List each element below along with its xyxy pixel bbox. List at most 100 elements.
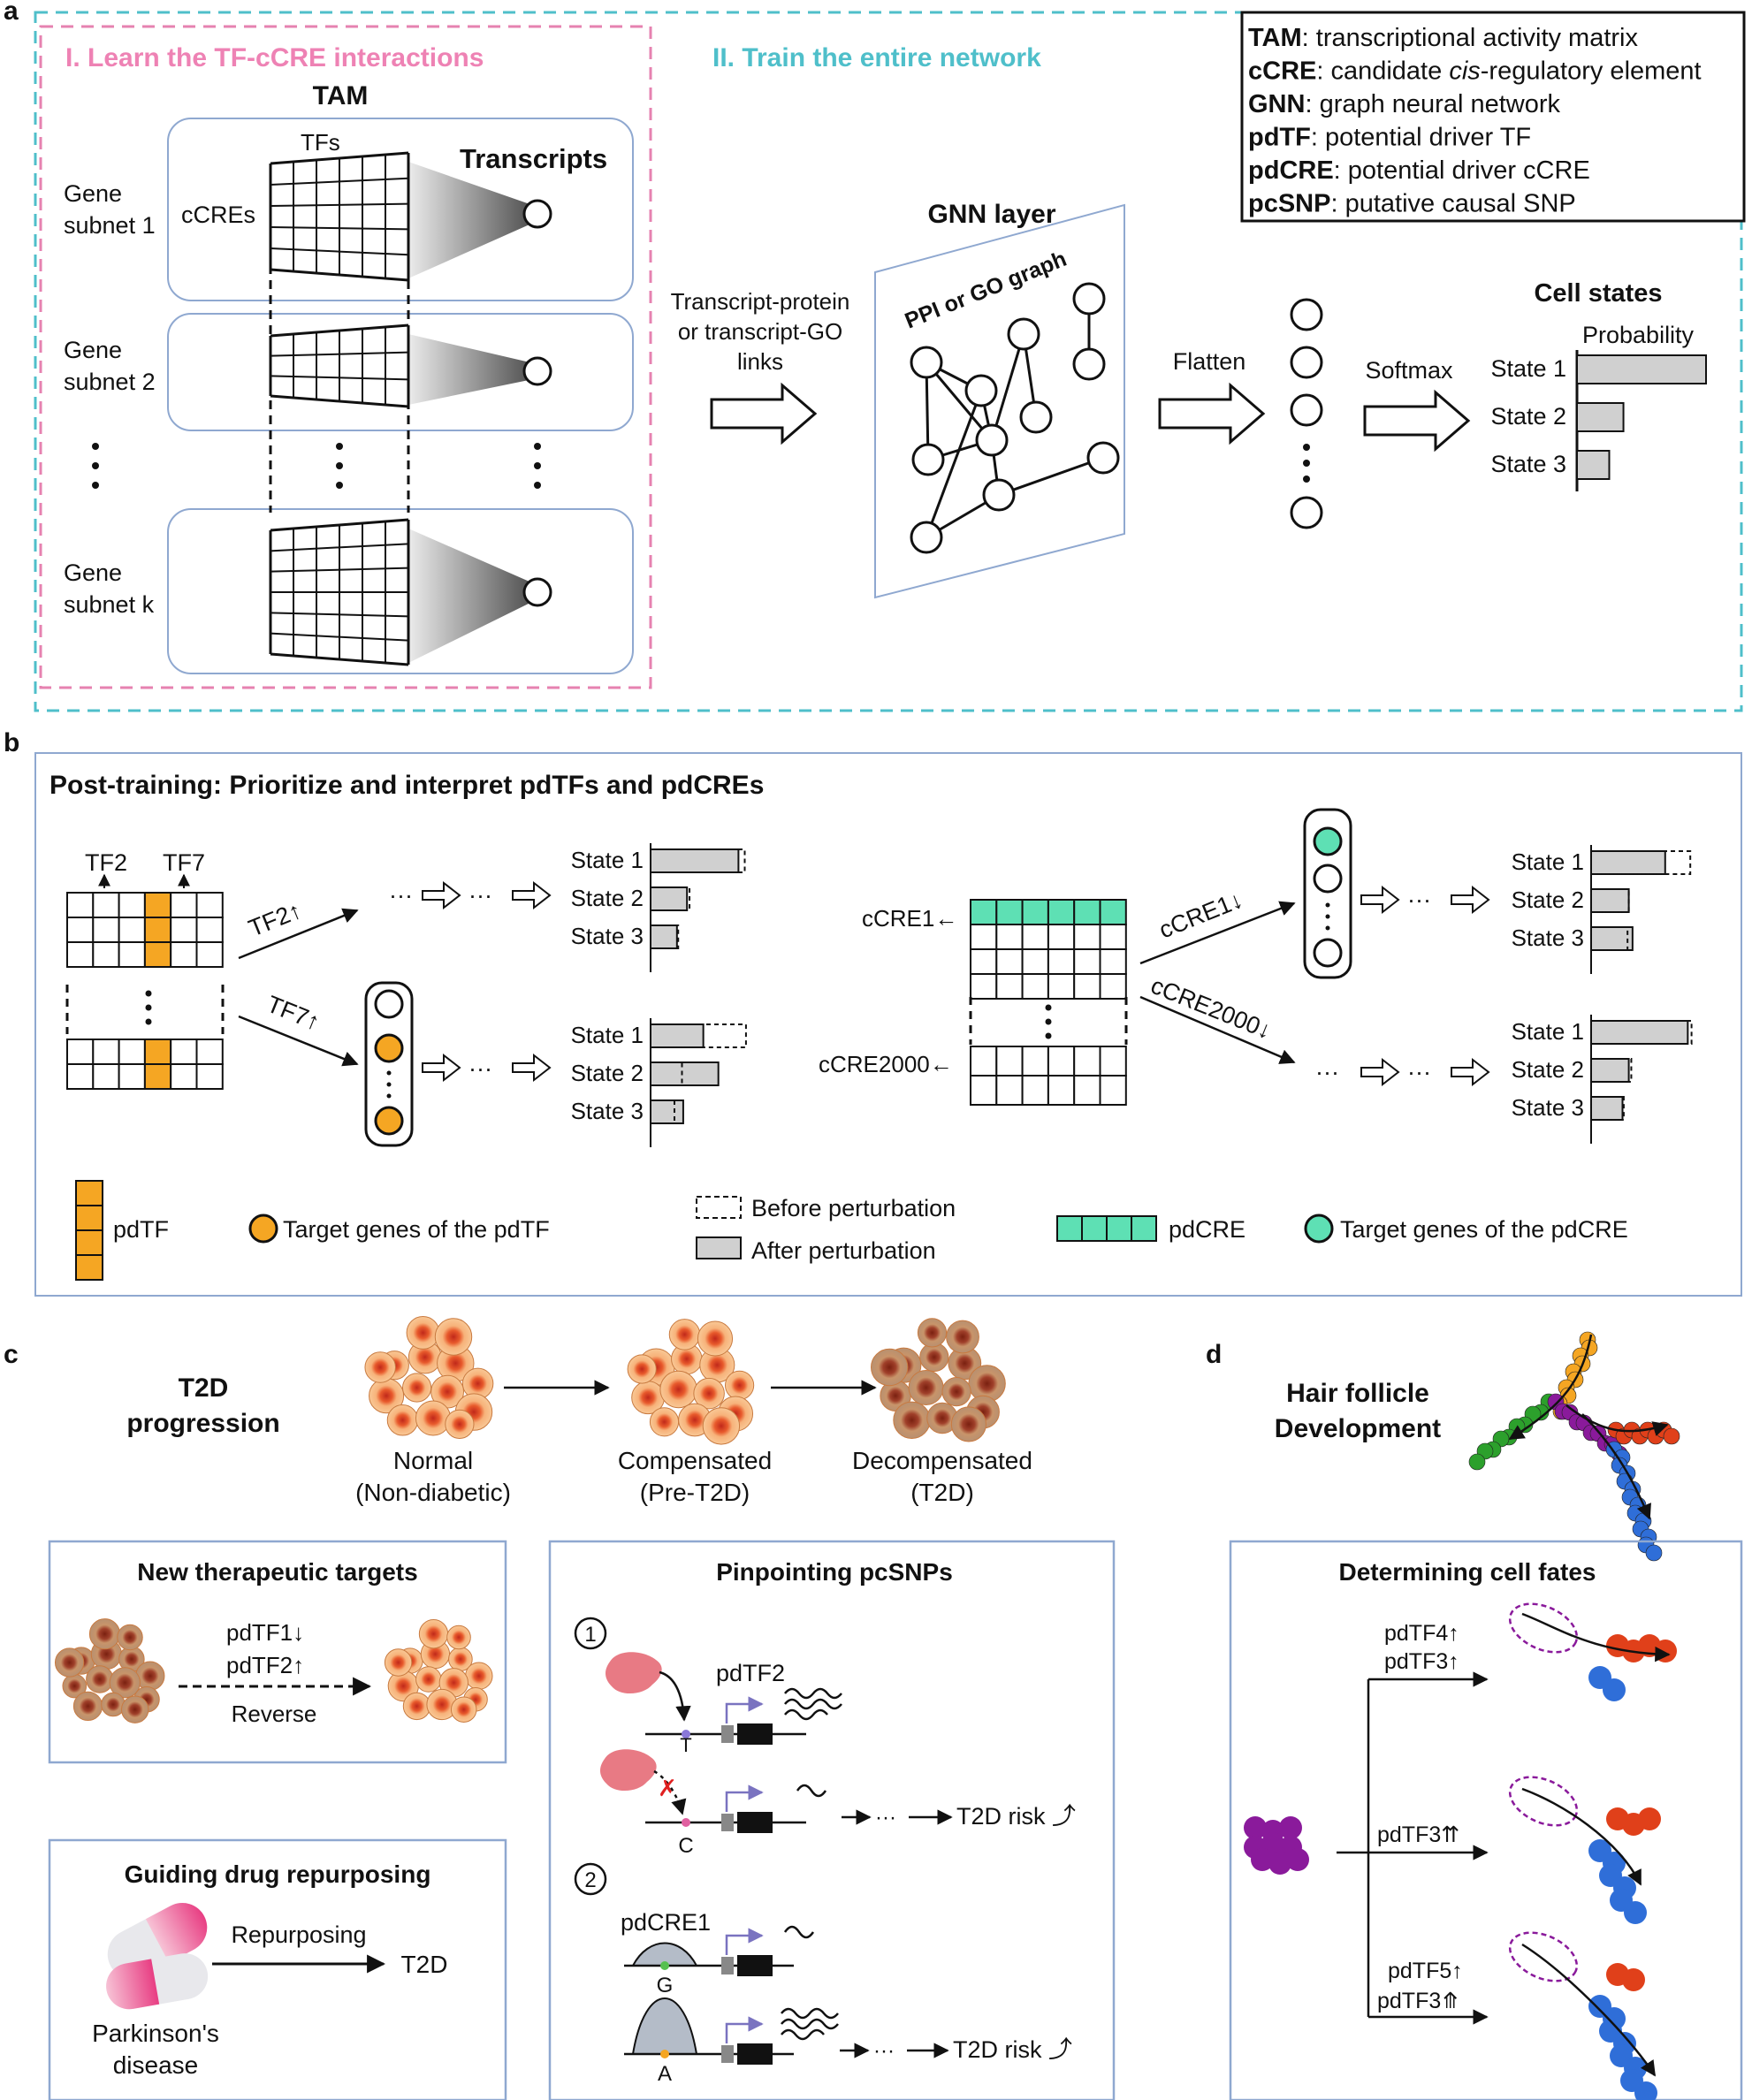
- panel-b-title: Post-training: Prioritize and interpret …: [50, 771, 764, 800]
- subnet1-line1: Gene: [64, 180, 122, 207]
- stage2-dashed-box: [34, 11, 1743, 712]
- tf7-target-column: [364, 981, 414, 1147]
- subnetk-line2: subnet k: [64, 591, 155, 618]
- ccre1-ellipsis: ···: [1407, 886, 1431, 913]
- before-bar: [650, 1099, 675, 1124]
- subnet2-line1: Gene: [64, 337, 122, 363]
- links-line3: links: [737, 348, 783, 375]
- tfs-label: TFs: [301, 129, 340, 156]
- t2d-risk-2: T2D risk ⤴: [953, 2036, 1072, 2063]
- panel-label-c: c: [4, 1340, 19, 1369]
- stage-decomp-1: Decompensated: [852, 1447, 1032, 1474]
- legend-entry-pcsnp: pcSNP: putative causal SNP: [1248, 190, 1576, 218]
- tf-matrix-bottom: [66, 1039, 224, 1090]
- legend-entry-ccre: cCRE: candidate cis-regulatory element: [1248, 57, 1702, 86]
- cell-fates-title: Determining cell fates: [1339, 1558, 1596, 1586]
- softmax-arrow: [1363, 389, 1471, 453]
- before-bar: [1590, 888, 1630, 913]
- repurposing-target: T2D: [401, 1951, 448, 1978]
- before-bar: [650, 1023, 747, 1048]
- stage2-title: II. Train the entire network: [712, 43, 1041, 72]
- diseased-cells-cluster: [54, 1618, 165, 1723]
- stage-comp-2: (Pre-T2D): [640, 1479, 750, 1506]
- ccres-label: cCREs: [181, 202, 255, 228]
- after-bar: [1590, 1096, 1624, 1121]
- tf2-ellipsis-2: ···: [468, 882, 492, 909]
- graph-nodes: [910, 282, 1120, 554]
- hair-title-line1: Hair follicle: [1286, 1379, 1429, 1408]
- pcsnp-box: [548, 1540, 1116, 2100]
- panel-label-a: a: [4, 0, 19, 26]
- blocked-binding-cross: ✗: [658, 1775, 677, 1801]
- allele-a: A: [658, 2062, 672, 2086]
- transcript-node: [522, 356, 552, 386]
- tam-label: TAM: [313, 81, 369, 110]
- repurposing-label: Repurposing: [231, 1921, 366, 1948]
- graph-label: PPI or GO graph: [902, 247, 1070, 334]
- state-label: State 1: [571, 1022, 644, 1048]
- fate1-pdtf4: pdTF4↑: [1384, 1621, 1459, 1646]
- state-label: State 2: [571, 1060, 644, 1086]
- legend-before: Before perturbation: [751, 1195, 956, 1221]
- before-bar: [650, 1061, 683, 1086]
- state-label: State 3: [1512, 1094, 1584, 1121]
- flatten-nodes: [1290, 298, 1323, 529]
- therapeutic-box: [48, 1540, 507, 1764]
- legend-pdtf: pdTF: [113, 1216, 169, 1243]
- abbreviation-legend: [1240, 11, 1746, 223]
- legend-entry-pdtf: pdTF: potential driver TF: [1248, 124, 1531, 152]
- cell-fates-box: [1229, 1540, 1743, 2100]
- vertical-ellipsis-group: [92, 443, 541, 489]
- subnet1-line2: subnet 1: [64, 212, 156, 239]
- links-arrow: [710, 382, 818, 445]
- pdcre-target-node: [1313, 826, 1343, 856]
- fate-outcome-2: [1508, 1776, 1661, 1924]
- transcript-node: [522, 577, 552, 607]
- transcripts-label: Transcripts: [460, 143, 607, 174]
- cell-state-bar: [1576, 354, 1707, 384]
- before-bar: [1590, 1058, 1633, 1083]
- target-gene-node: [374, 1033, 404, 1063]
- progenitor-cells: [1244, 1816, 1309, 1875]
- fate-outcome-1: [1508, 1602, 1677, 1701]
- ccre1-down-label: cCRE1↓: [1155, 886, 1246, 944]
- pcsnp-title: Pinpointing pcSNPs: [716, 1558, 953, 1586]
- probability-label: Probability: [1582, 322, 1695, 348]
- pill-icon: [106, 1902, 209, 2010]
- drug-title: Guiding drug repurposing: [125, 1860, 431, 1888]
- links-line2: or transcript-GO: [678, 318, 842, 345]
- pdtf2-binding-label: pdTF2: [716, 1660, 785, 1686]
- panel-b-box: [34, 752, 1742, 1297]
- target-gene-node: [374, 1106, 404, 1136]
- t2d-risk-1: T2D risk ⤴: [956, 1803, 1076, 1830]
- after-bar: [1590, 1058, 1630, 1083]
- cell-states-title: Cell states: [1534, 279, 1662, 308]
- allele-g: G: [657, 1974, 674, 1997]
- ccre2000-ellipsis-2: ···: [1407, 1059, 1431, 1085]
- compensated-cells-cluster: [627, 1319, 755, 1445]
- pdcre1-label: pdCRE1: [621, 1909, 711, 1936]
- legend-entry-pdcre: pdCRE: potential driver cCRE: [1248, 156, 1590, 185]
- stage-normal-1: Normal: [393, 1447, 473, 1474]
- parkinson-line2: disease: [113, 2051, 199, 2079]
- fate-outcome-3: [1508, 1931, 1657, 2100]
- drug-box: [48, 1838, 507, 2100]
- ccre1-target-column: [1303, 808, 1352, 979]
- after-bar: [1590, 1020, 1689, 1045]
- hair-title-line2: Development: [1275, 1414, 1441, 1443]
- legend-after: After perturbation: [751, 1237, 936, 1264]
- pdtf1-down: pdTF1↓: [226, 1619, 304, 1646]
- gnn-title: GNN layer: [927, 200, 1055, 229]
- allele-c: C: [678, 1834, 693, 1858]
- panel-label-d: d: [1206, 1340, 1222, 1369]
- stage1-dashed-box: [39, 25, 652, 689]
- flatten-arrow: [1158, 382, 1266, 445]
- subnetk-line1: Gene: [64, 559, 122, 586]
- legend-entry-gnn: GNN: graph neural network: [1248, 90, 1561, 118]
